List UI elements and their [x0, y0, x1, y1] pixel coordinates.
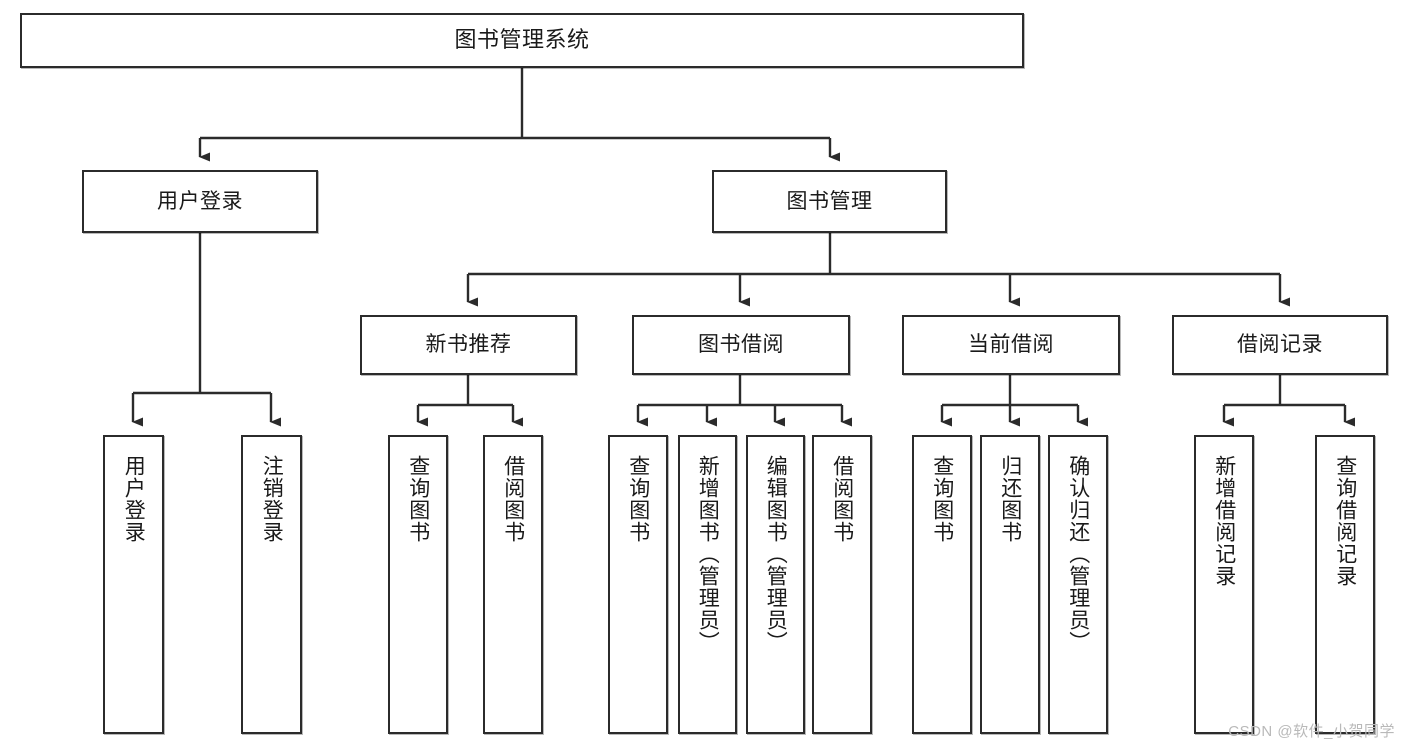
- node-leaf-confirm-return: 确认归还（管理员）: [1048, 435, 1108, 734]
- node-leaf-add-book: 新增图书（管理员）: [678, 435, 737, 734]
- node-book-manage: 图书管理: [712, 170, 947, 233]
- node-label: 图书借阅: [698, 333, 784, 357]
- node-label: 用户登录: [122, 455, 146, 543]
- node-label: 图书管理: [786, 189, 873, 213]
- node-leaf-query-book-borrow: 查询图书: [608, 435, 668, 734]
- node-current-borrow: 当前借阅: [902, 315, 1120, 375]
- node-label: 当前借阅: [968, 333, 1054, 357]
- node-label: 编辑图书（管理员）: [764, 455, 788, 653]
- node-label: 查询借阅记录: [1333, 455, 1357, 587]
- node-new-book-rec: 新书推荐: [360, 315, 577, 375]
- node-label: 用户登录: [157, 189, 243, 213]
- node-label: 新书推荐: [425, 333, 512, 357]
- node-label: 借阅图书: [501, 455, 525, 543]
- node-leaf-borrow-book-rec: 借阅图书: [483, 435, 543, 734]
- node-root: 图书管理系统: [20, 13, 1024, 68]
- node-label: 查询图书: [626, 455, 650, 543]
- node-label: 查询图书: [406, 455, 430, 543]
- node-label: 图书管理系统: [454, 27, 590, 53]
- node-borrow-record: 借阅记录: [1172, 315, 1388, 375]
- node-leaf-borrow-book: 借阅图书: [812, 435, 872, 734]
- node-label: 确认归还（管理员）: [1066, 455, 1090, 653]
- node-label: 借阅图书: [830, 455, 854, 543]
- node-book-borrow: 图书借阅: [632, 315, 850, 375]
- node-leaf-return-book: 归还图书: [980, 435, 1040, 734]
- node-leaf-user-login: 用户登录: [103, 435, 164, 734]
- node-user-login: 用户登录: [82, 170, 318, 233]
- node-leaf-edit-book: 编辑图书（管理员）: [746, 435, 805, 734]
- node-leaf-query-book-cur: 查询图书: [912, 435, 972, 734]
- node-leaf-add-record: 新增借阅记录: [1194, 435, 1254, 734]
- node-leaf-query-book-rec: 查询图书: [388, 435, 448, 734]
- node-label: 新增借阅记录: [1212, 455, 1236, 587]
- node-label: 归还图书: [998, 455, 1022, 543]
- node-leaf-query-record: 查询借阅记录: [1315, 435, 1375, 734]
- node-leaf-user-logout: 注销登录: [241, 435, 302, 734]
- node-label: 新增图书（管理员）: [696, 455, 720, 653]
- node-label: 注销登录: [260, 455, 284, 543]
- node-label: 查询图书: [930, 455, 954, 543]
- node-label: 借阅记录: [1237, 333, 1323, 357]
